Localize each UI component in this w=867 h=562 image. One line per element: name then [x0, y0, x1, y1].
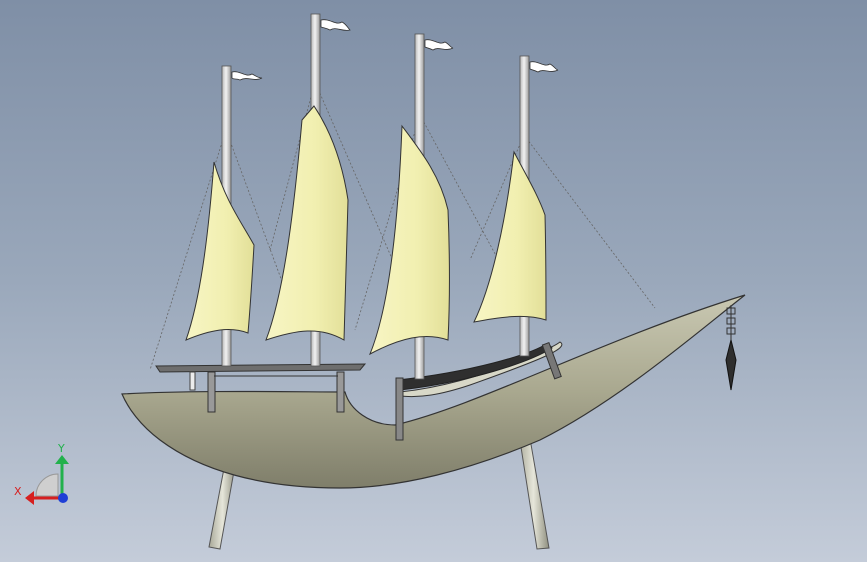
masts [221, 13, 530, 380]
flag-4 [529, 61, 559, 73]
sail-4 [473, 150, 547, 323]
flag-3 [424, 39, 454, 51]
triad-x-arrow [25, 491, 34, 505]
sail-3 [369, 124, 450, 356]
rail-post-back [395, 377, 404, 441]
sail-1 [185, 161, 255, 341]
hull-body [121, 294, 746, 489]
anchor-chain [725, 305, 737, 391]
triad-z-axis [58, 493, 68, 503]
triad-xy-plane [35, 473, 59, 497]
triad-x-label: X [14, 485, 22, 498]
triad-y-arrow [55, 455, 69, 464]
triad-y-label: Y [57, 442, 65, 455]
rail-post-front [541, 342, 562, 380]
sails [185, 105, 547, 356]
ship-hull[interactable] [121, 294, 746, 489]
pennant-flags [231, 19, 559, 81]
orientation-triad[interactable]: Y X [14, 442, 69, 505]
flag-2 [320, 19, 351, 31]
hull-rail [397, 342, 553, 391]
sail-2 [265, 105, 349, 341]
flag-1 [231, 71, 263, 81]
